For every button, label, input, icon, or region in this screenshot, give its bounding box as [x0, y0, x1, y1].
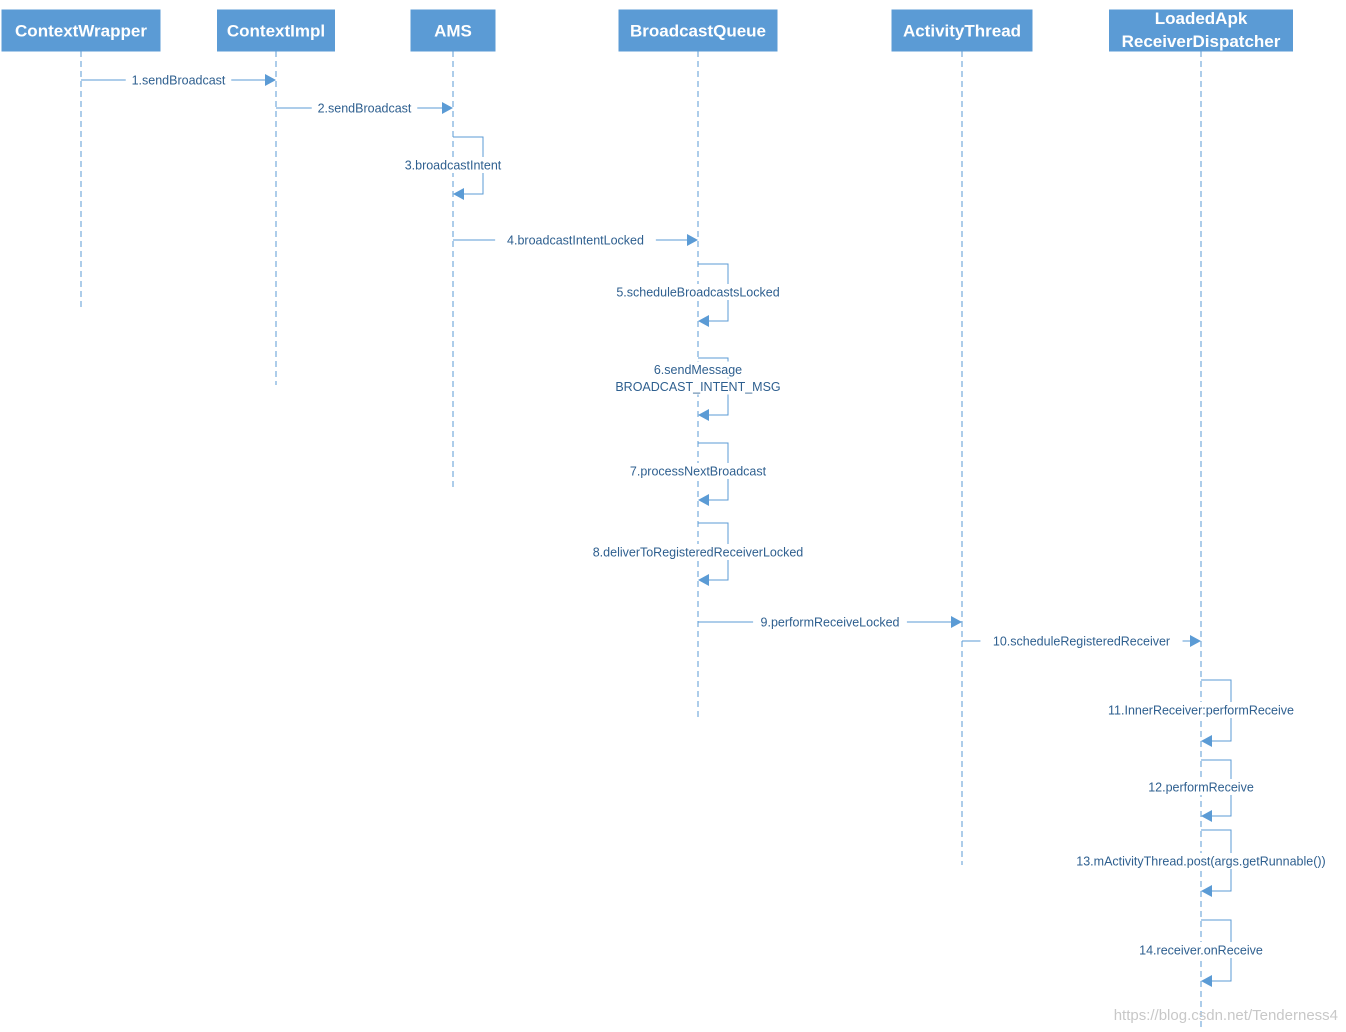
arrowhead-icon — [687, 234, 698, 246]
message-label-bg — [1093, 702, 1309, 718]
actor-label-at: ActivityThread — [903, 22, 1021, 41]
message-14: 14.receiver.onReceive — [1127, 919, 1275, 987]
actor-box-ctximpl — [217, 9, 335, 52]
message-label: 12.performReceive — [1148, 781, 1254, 795]
message-1: 1.sendBroadcast — [81, 72, 276, 88]
message-label: 4.broadcastIntentLocked — [507, 234, 644, 248]
message-label: 10.scheduleRegisteredReceiver — [993, 635, 1170, 649]
message-label-bg — [753, 614, 907, 630]
message-5: 5.scheduleBroadcastsLocked — [607, 263, 789, 327]
actor-bq: BroadcastQueue — [618, 9, 778, 52]
message-3: 3.broadcastIntent — [393, 136, 513, 200]
arrowhead-icon — [1190, 635, 1201, 647]
actor-at: ActivityThread — [891, 9, 1033, 52]
message-13: 13.mActivityThread.post(args.getRunnable… — [1051, 829, 1346, 897]
message-label: 8.deliverToRegisteredReceiverLocked — [593, 546, 804, 560]
message-label-bg — [621, 463, 775, 479]
message-label: 1.sendBroadcast — [132, 74, 226, 88]
message-label-bg — [393, 157, 513, 173]
arrowhead-icon — [1201, 885, 1212, 897]
message-12: 12.performReceive — [1141, 759, 1261, 822]
message-label: 6.sendMessage — [654, 363, 742, 377]
message-label-bg — [576, 544, 820, 560]
arrowhead-icon — [698, 409, 709, 421]
message-label: 2.sendBroadcast — [318, 102, 412, 116]
arrowhead-icon — [698, 494, 709, 506]
arrowhead-icon — [698, 574, 709, 586]
message-label-bg — [1127, 942, 1275, 958]
actor-label-bq: BroadcastQueue — [630, 22, 766, 41]
actor-box-ctxwrapper — [1, 9, 161, 52]
message-2: 2.sendBroadcast — [276, 100, 453, 116]
message-7: 7.processNextBroadcast — [621, 442, 775, 506]
message-label: 5.scheduleBroadcastsLocked — [616, 286, 779, 300]
message-9: 9.performReceiveLocked — [698, 614, 962, 630]
actor-ams: AMS — [410, 9, 496, 52]
message-label-bg — [495, 232, 656, 248]
actor-ctximpl: ContextImpl — [217, 9, 335, 52]
message-label-bg — [1051, 853, 1346, 869]
message-label-bg — [1141, 779, 1261, 795]
actor-box-ams — [410, 9, 496, 52]
message-label-bg — [980, 633, 1183, 649]
message-10: 10.scheduleRegisteredReceiver — [962, 633, 1201, 649]
arrowhead-icon — [453, 188, 464, 200]
watermark: https://blog.csdn.net/Tenderness4 — [1113, 1007, 1338, 1024]
message-label: 3.broadcastIntent — [405, 159, 502, 173]
actor-box-rd — [1109, 9, 1293, 52]
message-label: 7.processNextBroadcast — [630, 465, 767, 479]
actor-label-ams: AMS — [434, 22, 472, 41]
actor-label-rd: ReceiverDispatcher — [1122, 32, 1281, 51]
message-label-bg — [311, 100, 418, 116]
message-label: 9.performReceiveLocked — [761, 616, 900, 630]
arrowhead-icon — [1201, 975, 1212, 987]
arrowhead-icon — [1201, 810, 1212, 822]
arrowhead-icon — [265, 74, 276, 86]
message-11: 11.InnerReceiver:performReceive — [1093, 679, 1309, 747]
message-label: BROADCAST_INTENT_MSG — [615, 380, 780, 394]
message-label: 11.InnerReceiver:performReceive — [1108, 704, 1294, 718]
actor-label-rd: LoadedApk — [1155, 9, 1248, 28]
actor-box-at — [891, 9, 1033, 52]
message-8: 8.deliverToRegisteredReceiverLocked — [576, 522, 820, 586]
message-label-bg — [628, 378, 768, 395]
arrowhead-icon — [698, 315, 709, 327]
arrowhead-icon — [951, 616, 962, 628]
actor-label-ctximpl: ContextImpl — [227, 22, 325, 41]
arrowhead-icon — [442, 102, 453, 114]
message-label-bg — [652, 361, 744, 378]
message-label-bg — [125, 72, 232, 88]
actor-ctxwrapper: ContextWrapper — [1, 9, 161, 52]
message-4: 4.broadcastIntentLocked — [453, 232, 698, 248]
message-label: 13.mActivityThread.post(args.getRunnable… — [1076, 855, 1325, 869]
arrowhead-icon — [1201, 735, 1212, 747]
actor-label-ctxwrapper: ContextWrapper — [15, 22, 147, 41]
message-label-bg — [607, 284, 789, 300]
message-label: 14.receiver.onReceive — [1139, 944, 1263, 958]
actor-box-bq — [618, 9, 778, 52]
